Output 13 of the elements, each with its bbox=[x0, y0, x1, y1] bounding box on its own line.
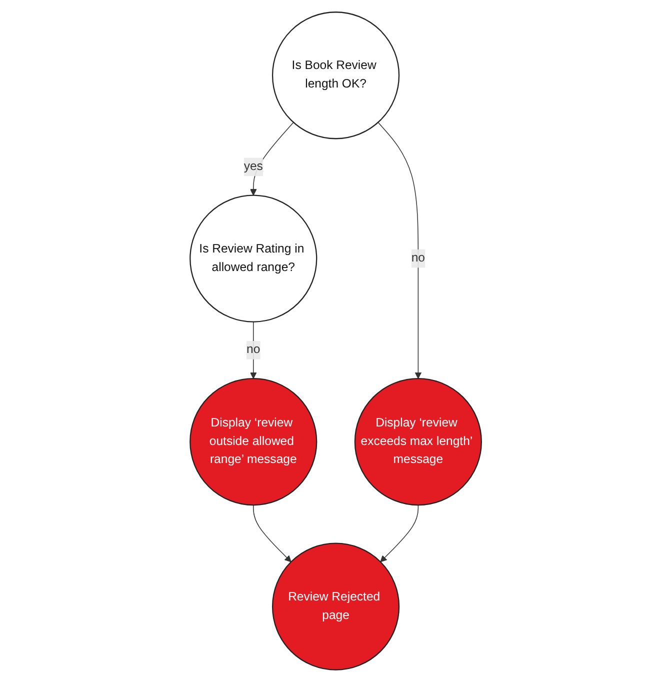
arrow bbox=[250, 320, 257, 378]
arrow bbox=[378, 122, 422, 378]
edge-label: no bbox=[246, 342, 260, 356]
edge-label: no bbox=[412, 251, 426, 264]
node-circle: Review Rejected page bbox=[272, 542, 400, 670]
node-circle: Display ‘review exceeds max length’ message bbox=[354, 377, 482, 506]
arrow bbox=[380, 504, 419, 562]
node-circle: Is Review Rating in allowed range? bbox=[190, 194, 318, 322]
arrow bbox=[250, 122, 294, 196]
arrow bbox=[253, 504, 292, 562]
node-circle: Is Book Review length OK? bbox=[272, 11, 400, 139]
node-circle: Display ‘review outside allowed range’ message bbox=[190, 377, 318, 506]
edge-label: yes bbox=[244, 160, 264, 173]
